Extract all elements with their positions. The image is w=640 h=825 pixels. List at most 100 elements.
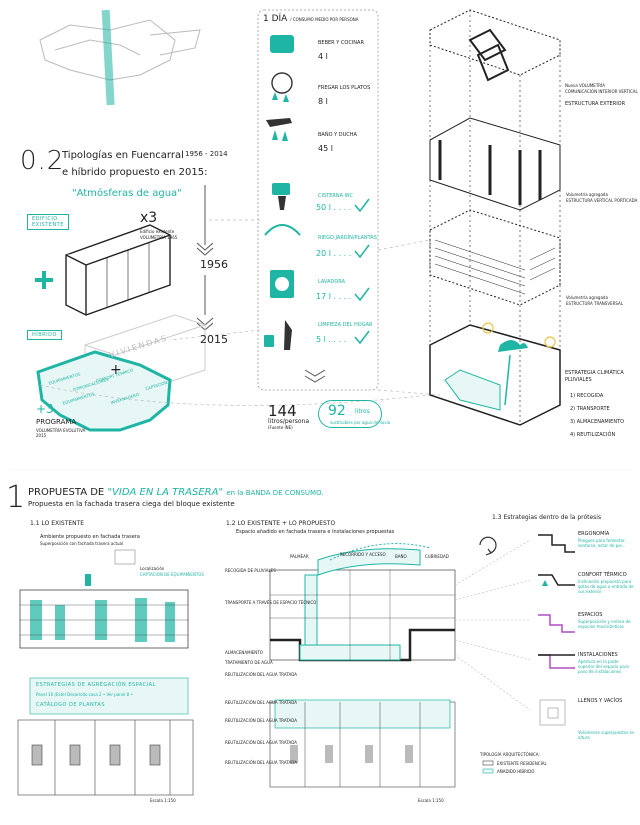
programa-caption-2: 2015 [36, 433, 47, 438]
axonometric-verticals [429, 10, 561, 425]
chevron-down-icons [304, 369, 326, 383]
strategy-5-title: LLENOS Y VACÍOS [578, 698, 623, 704]
strategy-5-desc: Volúmenes superpuestos en altura [578, 730, 635, 740]
strategies-box-line2: Panel 10 (Estel Desarrollo casa 2 • Ver … [36, 692, 133, 697]
saved-water-oval [318, 400, 382, 428]
section-number: 0.2 [20, 146, 65, 176]
strategies-box-line1: ESTRATEGIAS DE AGREGACIÓN ESPACIAL [36, 682, 156, 688]
check-icons [354, 198, 370, 345]
existing-block-drawing [65, 224, 171, 316]
strategy-3-title: ESPACIOS [578, 612, 603, 618]
water-item-7-value: 5 l . . . . [316, 335, 347, 344]
water-item-6-value: 17 l . . . . [316, 292, 352, 301]
water-item-4-label: CISTERNA WC [318, 193, 354, 199]
sub11-desc-1: Ambiente propuesto en fachada trasera [40, 534, 140, 540]
strategies-box-line3: CATÁLOGO DE PLANTAS [36, 702, 105, 708]
water-item-6-label: LAVADORA [318, 279, 345, 285]
axon-label3-line1: Volumetría agregada [566, 295, 608, 300]
water-title-sub: / CONSUMO MEDIO POR PERSONA [290, 17, 359, 22]
sub11-title: 1.1 LO EXISTENTE [30, 520, 85, 527]
water-total-unit: litros/persona [268, 418, 310, 425]
section1-subtitle: Propuesta en la fachada trasera ciega de… [28, 500, 235, 508]
plan-left-label-3: REUTILIZACIÓN DEL AGUA TRATADA [225, 740, 297, 745]
proposed-plan [269, 699, 456, 788]
existing-elevation [19, 549, 189, 649]
page-title-line2: e híbrido propuesto en 2015: [62, 167, 208, 178]
section1-title: PROPUESTA DE "VIDA EN LA TRASERA" en la … [28, 487, 324, 498]
strategy-title-2: PLUVIALES [565, 377, 592, 383]
sub12-title: 1.2 LO EXISTENTE + LO PROPUESTO [226, 520, 336, 527]
water-item-1-label: BEBER Y COCINAR [318, 40, 364, 46]
title-years: 1956 - 2014 [185, 150, 228, 158]
section-left-label-3: ALMACENAMIENTO [225, 650, 263, 655]
strategy-2-desc: Inclinación propuesta para gotas de agua… [578, 579, 634, 594]
legend-swatch-existing [482, 760, 494, 766]
sub12-desc: Espacio añadido en fachada trasera e Ins… [236, 529, 395, 535]
site-highlight [101, 9, 115, 106]
section-top-label-4: CUBRIEDAD [425, 554, 449, 559]
water-icons [264, 35, 301, 350]
water-item-2-value: 8 l [318, 97, 328, 106]
water-item-4-value: 50 l . . . . [316, 203, 352, 212]
strategy-1-title: ERGONOMÍA [578, 531, 610, 537]
plus-icon [35, 271, 53, 289]
water-saved-note: sustituibles por agua de lluvia [330, 420, 391, 425]
water-item-3-value: 45 l [318, 144, 333, 153]
water-saved-value: 92 [328, 403, 346, 419]
water-item-3-label: BAÑO Y DUCHA [318, 132, 357, 138]
year-2015: 2015 [200, 333, 228, 346]
strategy-3-desc: Superposición y enlace de espacios mocis… [578, 619, 631, 629]
sub11-desc-2: Superposición con fachada trasera actual [40, 541, 124, 546]
strategies-box-bg [29, 677, 189, 715]
water-item-2-label: FREGAR LOS PLATOS [318, 85, 371, 91]
programa-caption-1: VOLUMETRÍA EVOLUTIVA [36, 428, 86, 433]
legend-item-existing: EXISTENTE RESIDENCIAL [497, 761, 547, 766]
sub13-title: 1.3 Estrategias dentro de la prótesis [492, 514, 602, 521]
rain-collector [444, 322, 556, 411]
section1-title-b: "VIDA EN LA TRASERA" [107, 487, 224, 498]
legend-title: TIPOLOGÍA ARQUITECTÓNICA: [480, 752, 540, 757]
water-item-5-label: RIEGO JARDÍN/PLANTAS [318, 235, 377, 241]
water-title: 1 DÍA / CONSUMO MEDIO POR PERSONA [263, 14, 359, 24]
section1-number: 1 [6, 480, 26, 515]
water-item-1-value: 4 l [318, 52, 328, 61]
strategy-2-title: CONFORT TÉRMICO [578, 572, 627, 578]
strategy-step-4: 4) REUTILIZACIÓN [570, 432, 616, 438]
axon-label1-line2: COMUNICACIÓN INTERIOR VERTICAL [565, 89, 638, 94]
strategy-1-desc: Pliegues para fomentar, sentarse, estar … [578, 538, 627, 548]
water-total-value: 144 [268, 402, 297, 420]
axon-label2-line2: ESTRUCTURA VERTICAL PORTICADA [566, 198, 638, 203]
section-top-label-2: RECORRIDO Y ACCESO [340, 552, 386, 557]
proposed-section [269, 543, 456, 662]
axon-label2-line1: Volumetría agregada [566, 192, 608, 197]
legend-item-hybrid: AÑADIDO HÍBRIDO [497, 769, 535, 774]
water-item-5-value: 20 l . . . . [316, 249, 352, 258]
section-left-label-1: RECOGIDA DE PLUVIALES [225, 568, 276, 573]
existing-label-box: EDIFICIO EXISTENTE [27, 214, 69, 230]
strategy-leaders [454, 539, 531, 711]
hybrid-label: HÍBRIDO [32, 332, 57, 338]
section-left-label-5: REUTILIZACIÓN DEL AGUA TRATADA [225, 672, 297, 677]
strategy-profiles [538, 534, 575, 726]
plus-small: + [110, 362, 122, 378]
scale-mid: Escala 1:150 [418, 798, 444, 803]
section-top-label-3: BAÑO [395, 554, 407, 559]
year-1956: 1956 [200, 258, 228, 271]
scale-left: Escala 1:150 [150, 798, 176, 803]
legend-swatch-hybrid [482, 768, 494, 774]
plan-left-label-2: REUTILIZACIÓN DEL AGUA TRATADA [225, 718, 297, 723]
existing-plan [17, 719, 194, 796]
strategy-4-desc: Apertura en la parte superior del espaci… [578, 659, 629, 674]
water-item-7-label: LIMPIEZA DEL HOGAR [318, 322, 373, 328]
axon-label1b: ESTRUCTURA EXTERIOR [565, 101, 626, 107]
section-left-label-2: TRANSPORTE A TRAVÉS DE ESPACIO TÉCNICO [225, 600, 317, 605]
water-box-frame [257, 9, 379, 391]
refresh-icon [479, 536, 497, 556]
strategy-step-2: 2) TRANSPORTE [570, 406, 610, 412]
x3-label: x3 [140, 210, 158, 226]
strategy-4-title: INSTALACIONES [578, 652, 618, 658]
plan-left-label-4: REUTILIZACIÓN DEL AGUA TRATADA [225, 760, 297, 765]
page-subtitle: "Atmósferas de agua" [72, 188, 182, 199]
existing-caption-2: VOLUMETRÍA 1965 [140, 235, 178, 240]
